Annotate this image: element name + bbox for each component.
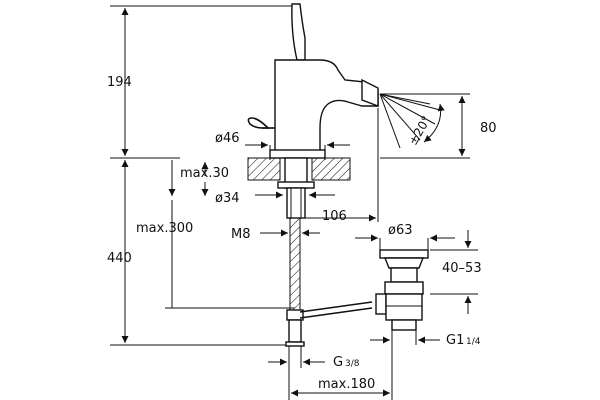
label-g1-fraction: 1/4 xyxy=(466,337,481,347)
label-106: 106 xyxy=(322,209,347,224)
countertop xyxy=(247,157,351,181)
label-g1: G1 xyxy=(446,333,464,348)
label-g-fraction: 3/8 xyxy=(345,359,360,369)
label-440: 440 xyxy=(107,251,132,266)
label-angle: ±20° xyxy=(406,113,434,147)
label-80: 80 xyxy=(480,121,497,136)
label-max-300: max.300 xyxy=(136,221,193,236)
faucet-body xyxy=(247,3,379,159)
left-dimensions xyxy=(110,5,300,346)
label-g: G xyxy=(333,355,343,370)
label-194: 194 xyxy=(107,75,132,90)
label-max-180: max.180 xyxy=(318,377,375,392)
label-max-30: max.30 xyxy=(180,166,229,181)
popup-rod xyxy=(299,301,373,319)
spout-dimension xyxy=(379,93,470,159)
horizontal-dimensions xyxy=(245,108,478,400)
label-diameter-46: ø46 xyxy=(215,131,240,146)
label-diameter-63: ø63 xyxy=(388,223,413,238)
waste-assembly xyxy=(375,249,429,331)
label-40-53: 40–53 xyxy=(442,261,482,276)
mounting-stem xyxy=(277,157,315,347)
label-m8: M8 xyxy=(231,227,251,242)
label-diameter-34: ø34 xyxy=(215,191,240,206)
